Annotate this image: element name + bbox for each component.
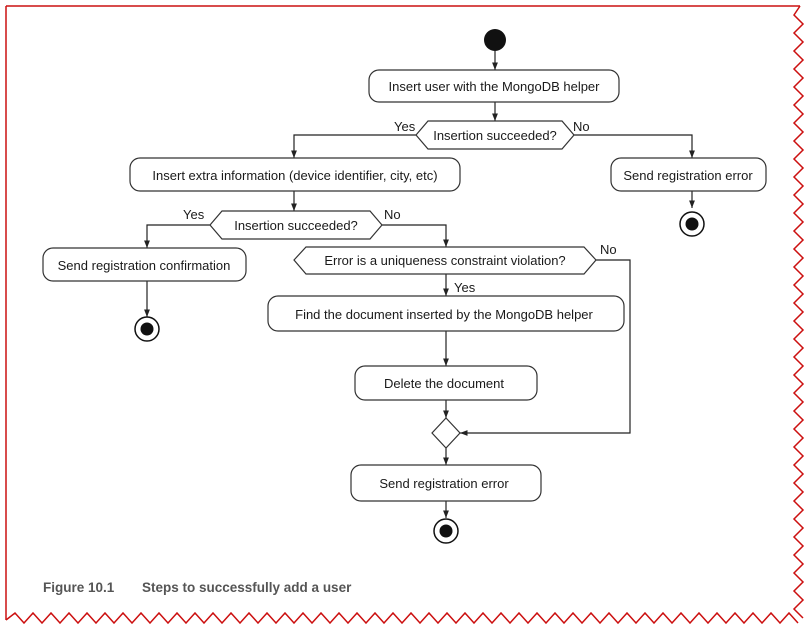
action-send-error-right: Send registration error bbox=[610, 157, 767, 192]
action-send-error-bottom: Send registration error bbox=[350, 464, 542, 502]
decision-uniqueness-violation: Error is a uniqueness constraint violati… bbox=[293, 246, 597, 275]
end-node-right bbox=[679, 211, 705, 237]
torn-frame-border bbox=[5, 5, 805, 625]
edge-decision1-no bbox=[572, 134, 695, 158]
edge-decision1-yes bbox=[291, 134, 416, 158]
decision-insertion-succeeded-1: Insertion succeeded? bbox=[415, 120, 575, 150]
action-insert-extra-info: Insert extra information (device identif… bbox=[129, 157, 461, 192]
end-node-left bbox=[134, 316, 160, 342]
action-delete-document-label: Delete the document bbox=[384, 376, 504, 391]
torn-edge-right bbox=[792, 5, 805, 619]
action-delete-document: Delete the document bbox=[354, 365, 538, 401]
figure-caption: Figure 10.1 Steps to successfully add a … bbox=[43, 580, 352, 595]
action-send-confirmation-label: Send registration confirmation bbox=[58, 258, 231, 273]
decision-insertion-succeeded-2: Insertion succeeded? bbox=[209, 210, 383, 240]
start-node bbox=[484, 29, 506, 51]
action-insert-extra-info-label: Insert extra information (device identif… bbox=[152, 168, 437, 183]
action-find-document: Find the document inserted by the MongoD… bbox=[267, 295, 625, 332]
merge-node bbox=[431, 417, 461, 449]
edge-label-yes-3: Yes bbox=[454, 280, 476, 295]
action-find-document-label: Find the document inserted by the MongoD… bbox=[295, 307, 593, 322]
decision-insertion-succeeded-1-label: Insertion succeeded? bbox=[433, 128, 557, 143]
edge-decision2-yes bbox=[144, 224, 212, 248]
decision-insertion-succeeded-2-label: Insertion succeeded? bbox=[234, 218, 358, 233]
edge-label-yes-1: Yes bbox=[394, 119, 416, 134]
edge-label-no-3: No bbox=[600, 242, 617, 257]
decision-uniqueness-violation-label: Error is a uniqueness constraint violati… bbox=[324, 253, 565, 268]
action-send-error-right-label: Send registration error bbox=[623, 168, 753, 183]
edge-decision2-no bbox=[382, 224, 449, 247]
end-node-bottom bbox=[433, 518, 459, 544]
edge-label-no-1: No bbox=[573, 119, 590, 134]
edges bbox=[144, 51, 695, 518]
caption-label: Figure 10.1 bbox=[43, 580, 115, 595]
edge-decision3-no bbox=[460, 259, 631, 436]
edge-label-yes-2: Yes bbox=[183, 207, 205, 222]
action-send-confirmation: Send registration confirmation bbox=[42, 247, 247, 282]
edge-label-no-2: No bbox=[384, 207, 401, 222]
action-insert-user-label: Insert user with the MongoDB helper bbox=[389, 79, 601, 94]
caption-text: Steps to successfully add a user bbox=[142, 580, 352, 595]
action-send-error-bottom-label: Send registration error bbox=[379, 476, 509, 491]
torn-edge-bottom bbox=[5, 611, 799, 625]
action-insert-user: Insert user with the MongoDB helper bbox=[368, 69, 620, 103]
